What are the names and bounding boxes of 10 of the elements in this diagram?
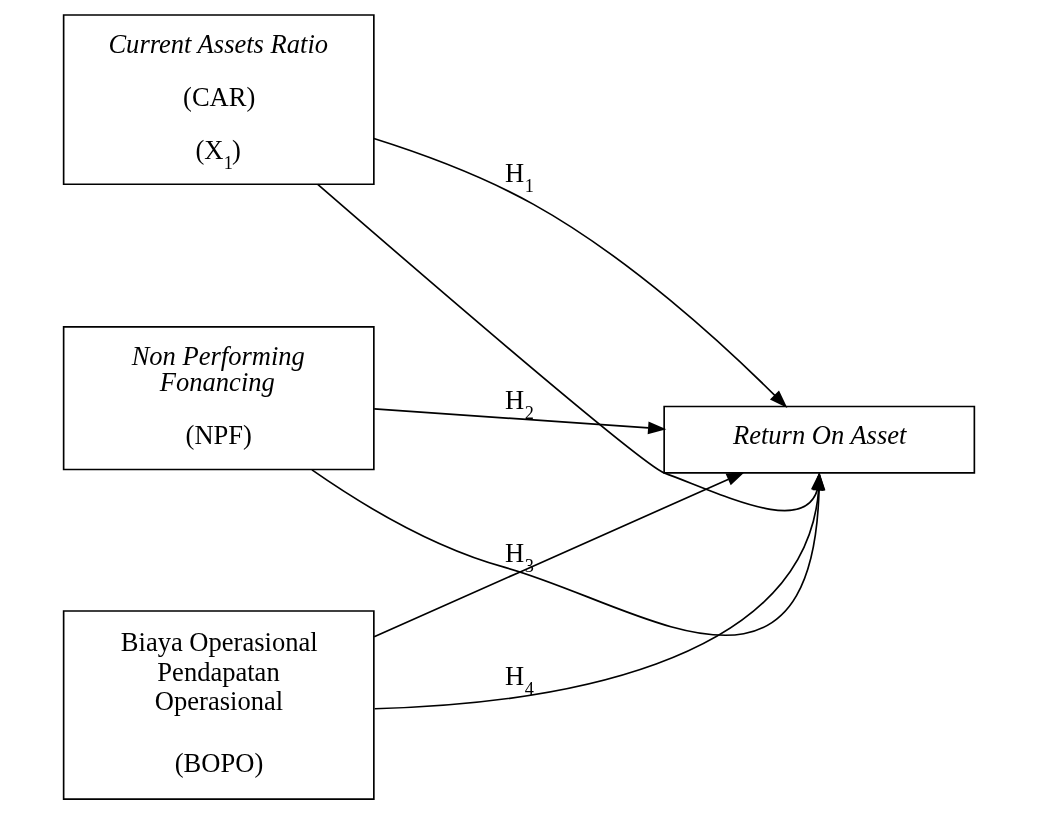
arrow: [372, 472, 745, 638]
edge-label: H$_{4}$: [504, 660, 534, 699]
arrow: [372, 137, 787, 408]
edge-label: H$_{1}$: [504, 158, 534, 197]
arrow: [372, 408, 666, 435]
node-box: Biaya Operasional Pendapatan Operasional (BOPO): [62, 610, 375, 800]
node-box: Return On Asset: [662, 405, 975, 474]
edge-label: H$_{2}$: [504, 385, 534, 424]
node-box: Non Performing Fonancing (NPF): [62, 326, 375, 471]
node-box: Current Assets Ratio (CAR) (X$_{1}$): [62, 14, 375, 186]
